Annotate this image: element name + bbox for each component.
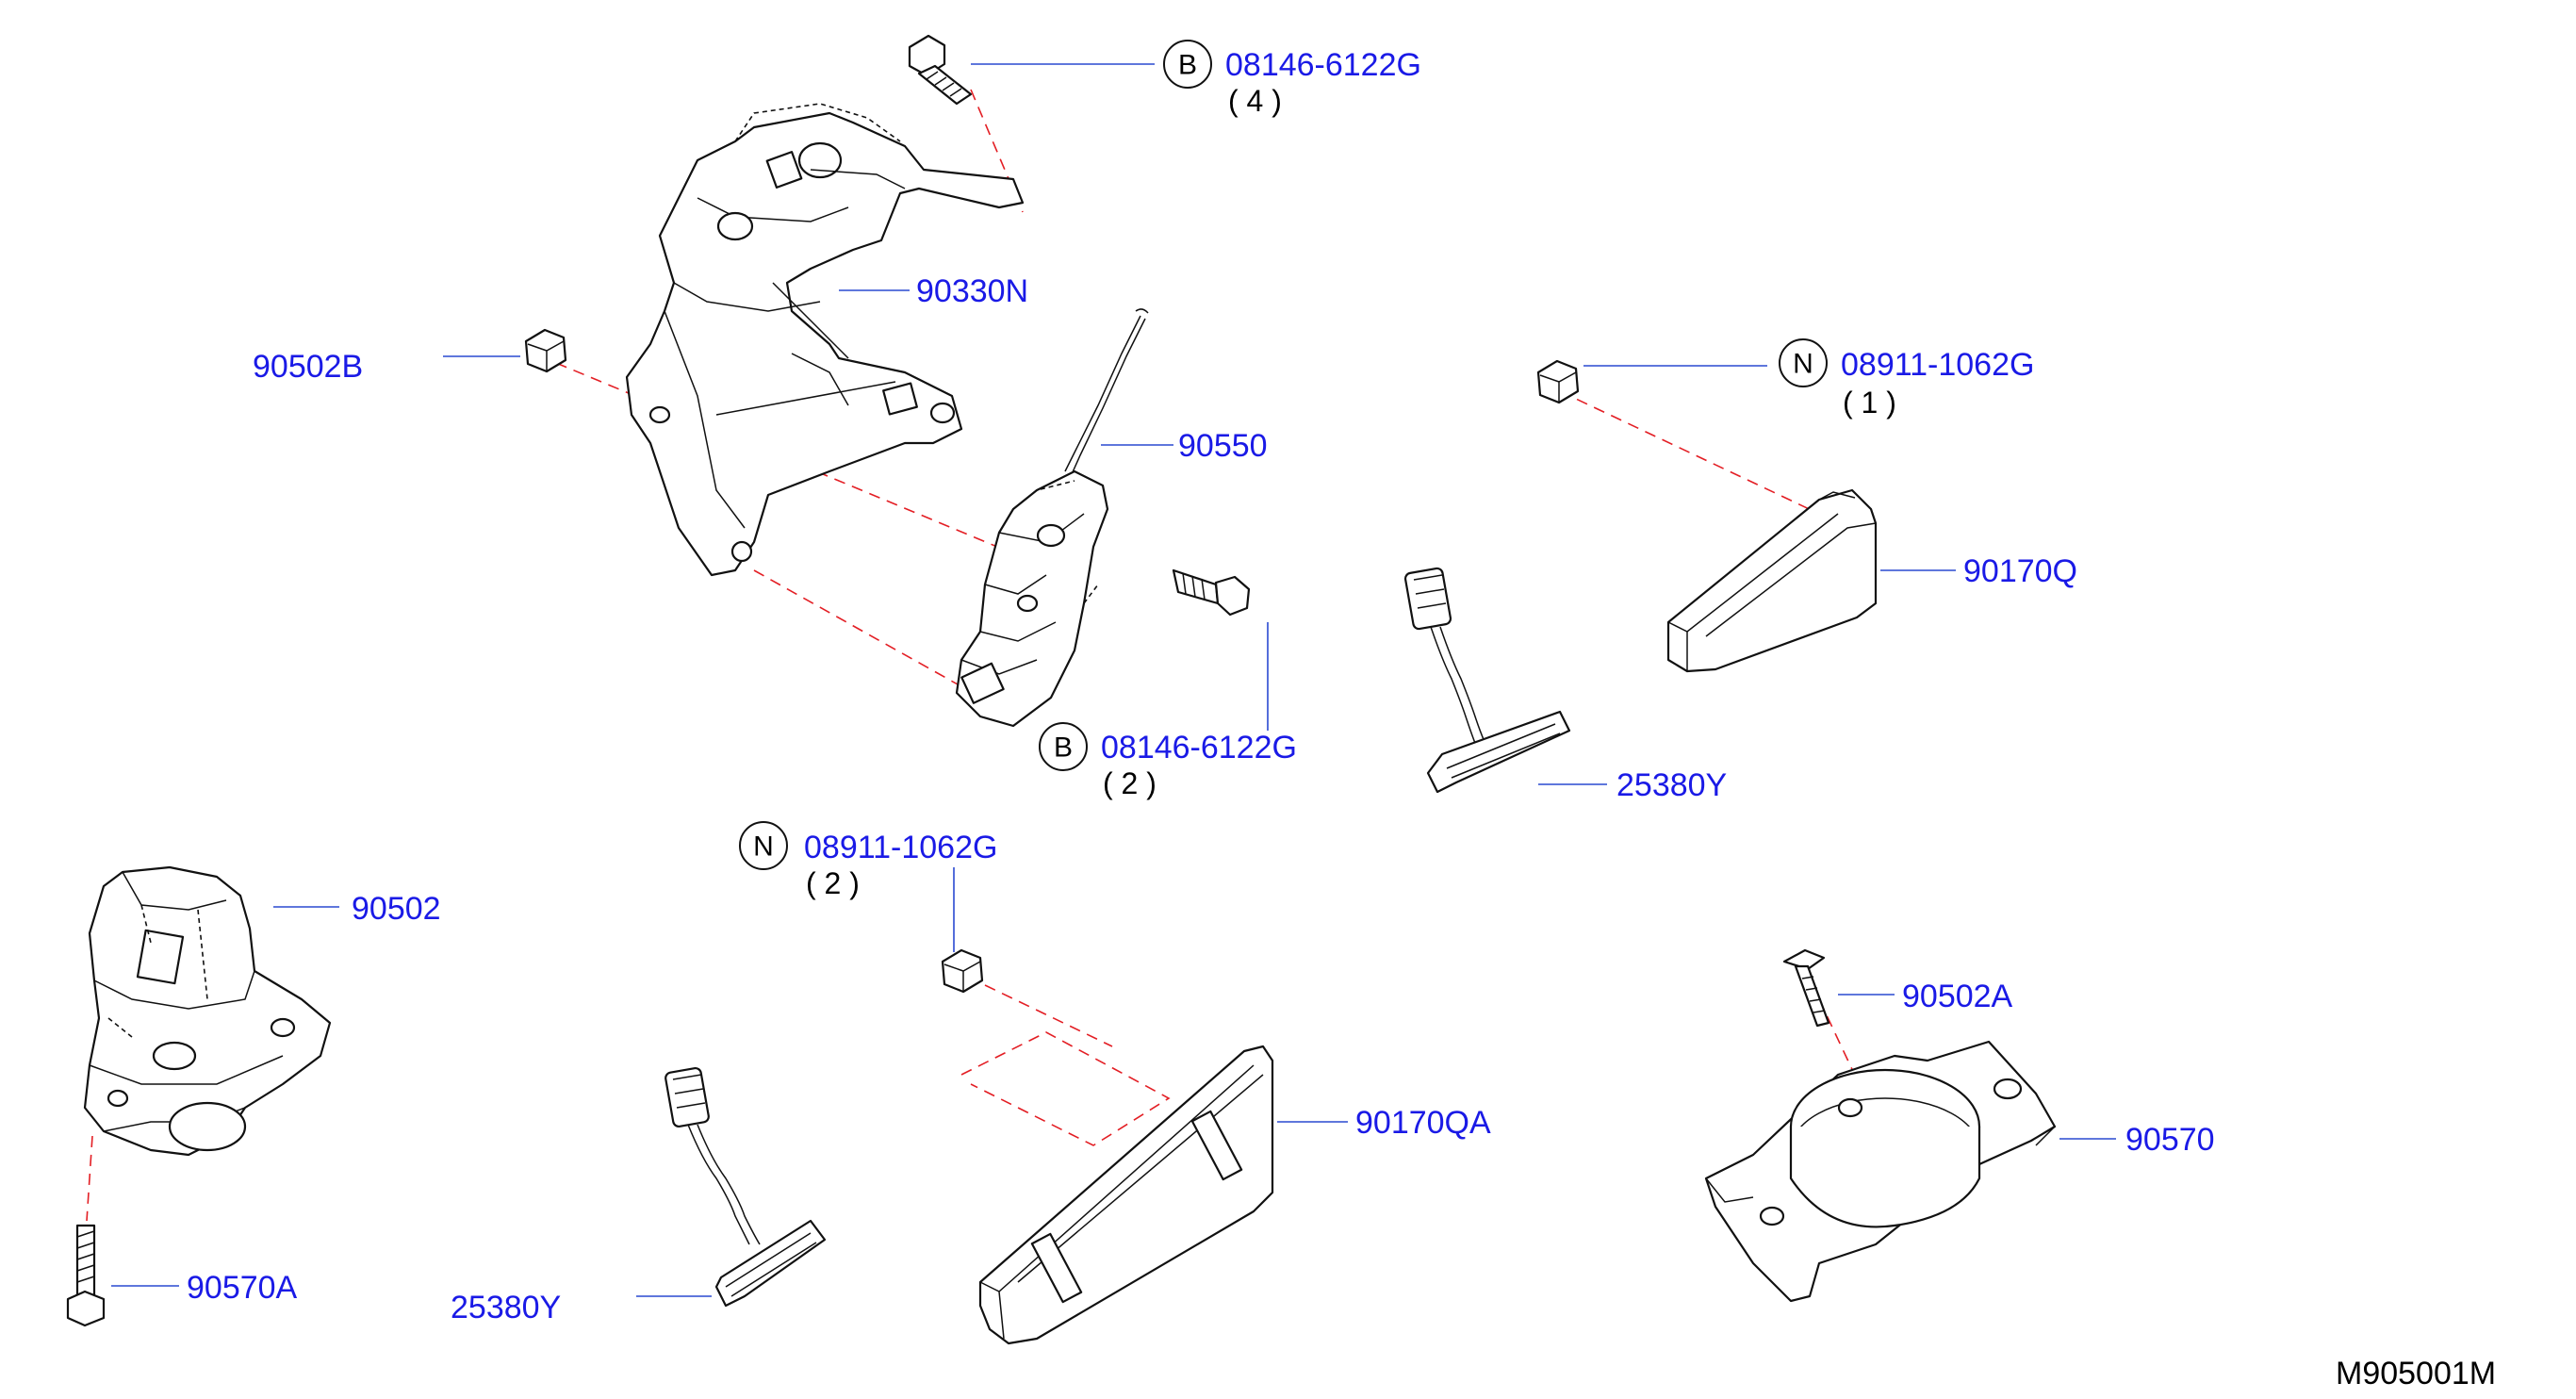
switch-25380Y-right — [1403, 567, 1571, 794]
diagram-code: M905001M — [2336, 1356, 2496, 1391]
nut-mid-icon — [941, 948, 984, 994]
badge-letter: B — [1178, 50, 1197, 81]
label-90330N[interactable]: 90330N — [916, 273, 1028, 309]
nut-right-icon — [1536, 359, 1580, 404]
part-code-label[interactable]: 08146-6122G — [1101, 730, 1297, 765]
label-90170Q[interactable]: 90170Q — [1963, 553, 2077, 589]
quantity-label: ( 4 ) — [1228, 84, 1282, 118]
badge-b-top — [1163, 40, 1212, 89]
quantity-label: ( 2 ) — [806, 866, 860, 900]
nut-90502B-icon — [524, 328, 567, 373]
badge-n-mid — [739, 821, 788, 870]
label-90570A[interactable]: 90570A — [187, 1270, 298, 1306]
part-code-label[interactable]: 08911-1062G — [1841, 347, 2034, 383]
switch-25380Y-left — [665, 1066, 827, 1308]
label-90170QA[interactable]: 90170QA — [1355, 1105, 1491, 1141]
label-90502B[interactable]: 90502B — [253, 349, 363, 385]
lock-90502 — [83, 865, 332, 1157]
actuator-90550 — [955, 308, 1149, 728]
handle-90170Q — [1666, 488, 1878, 673]
quantity-label: ( 1 ) — [1843, 386, 1896, 420]
screw-90502A-icon — [1782, 948, 1830, 1028]
bracket-90330N — [625, 103, 1025, 577]
label-90502A[interactable]: 90502A — [1902, 979, 2013, 1014]
part-code-label[interactable]: 08911-1062G — [804, 830, 997, 865]
callout-nut-mid: N 08911-1062G ( 2 ) — [739, 821, 997, 900]
label-25380Y-right[interactable]: 25380Y — [1616, 767, 1727, 803]
bolt-mid-icon — [1172, 568, 1251, 617]
badge-n-right — [1779, 338, 1828, 387]
quantity-label: ( 2 ) — [1103, 766, 1157, 800]
badge-b-mid — [1039, 722, 1088, 771]
leader-lines — [111, 63, 2116, 1297]
part-code-label[interactable]: 08146-6122G — [1225, 47, 1421, 83]
label-90502[interactable]: 90502 — [352, 891, 441, 927]
callout-nut-right: N 08911-1062G ( 1 ) — [1779, 338, 2034, 420]
callout-bolt-mid: B 08146-6122G ( 2 ) — [1039, 722, 1297, 800]
bracket-90570 — [1704, 1040, 2057, 1303]
part-labels: 90330N 90502B 90550 90170Q 25380Y 90502 … — [187, 273, 2215, 1325]
bolt-top-icon — [908, 34, 973, 106]
label-90570[interactable]: 90570 — [2125, 1122, 2215, 1158]
badge-letter: B — [1054, 732, 1073, 764]
badge-letter: N — [753, 831, 774, 863]
badge-letter: N — [1793, 349, 1813, 380]
label-90550[interactable]: 90550 — [1178, 428, 1268, 464]
label-25380Y-left[interactable]: 25380Y — [451, 1290, 561, 1325]
handle-90170QA — [978, 1045, 1274, 1345]
callout-bolt-top: B 08146-6122G ( 4 ) — [1163, 40, 1421, 118]
bolt-90570A-icon — [66, 1224, 106, 1327]
